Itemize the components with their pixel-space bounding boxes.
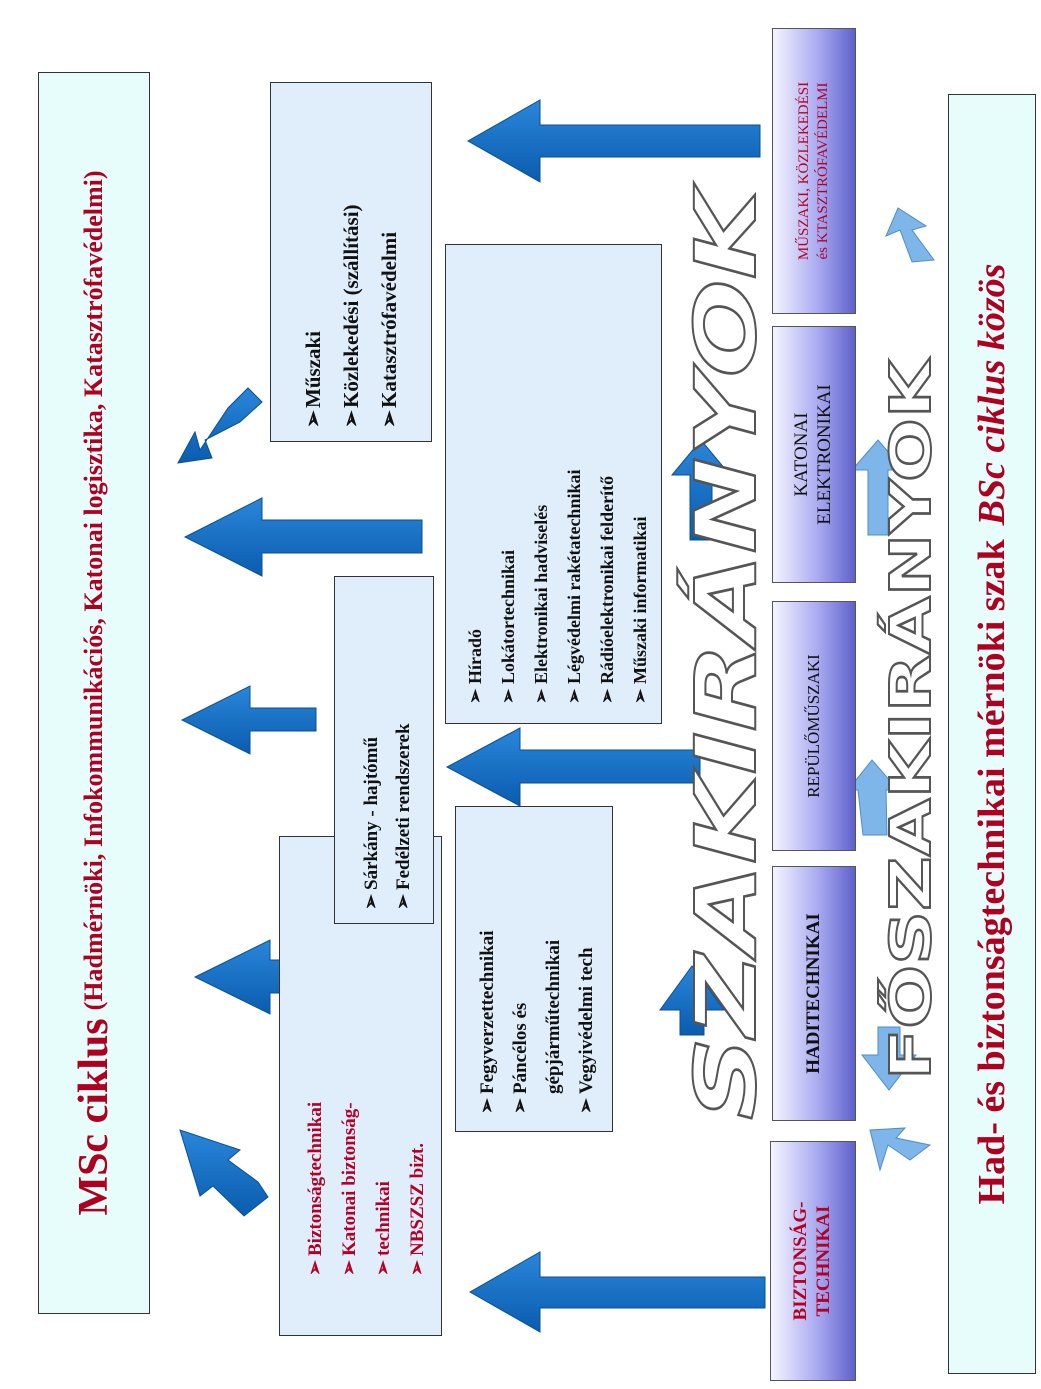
szakiranyok-label: SZAKIRÁNYOK — [677, 182, 775, 1120]
arrow-left-icon — [180, 685, 317, 755]
main-direction-repulo — [772, 601, 856, 851]
arrow-diagonal-icon — [177, 387, 263, 464]
bsc-cycle-box — [948, 94, 1036, 1374]
main-direction-elektronikai — [772, 326, 856, 583]
arrow-left-icon — [445, 727, 701, 807]
arrow-up-icon — [659, 965, 725, 1036]
msc-cycle-box — [38, 72, 150, 1314]
foszakiranyok-label: FŐSZAKIRÁNYOK — [879, 357, 944, 1080]
main-direction-haditech — [772, 866, 856, 1121]
arrow-light-icon — [860, 1026, 918, 1091]
arrow-light-icon — [850, 439, 906, 536]
arrow-light-icon — [846, 759, 900, 836]
arrow-light-icon — [885, 207, 935, 263]
group-box-muszaki — [270, 82, 432, 442]
arrow-left-icon — [466, 99, 761, 183]
group-box-haditech — [455, 806, 613, 1132]
arrow-diagonal-icon — [179, 1129, 269, 1217]
main-direction-biztonsag — [770, 1141, 856, 1381]
group-box-elektronikai — [445, 244, 662, 724]
group-box-repulo — [334, 576, 434, 924]
arrow-left-icon — [183, 497, 423, 577]
arrow-light-icon — [869, 1127, 932, 1172]
arrow-left-icon — [468, 1251, 766, 1333]
arrow-up-icon — [670, 439, 732, 541]
main-direction-muszaki — [772, 28, 856, 314]
